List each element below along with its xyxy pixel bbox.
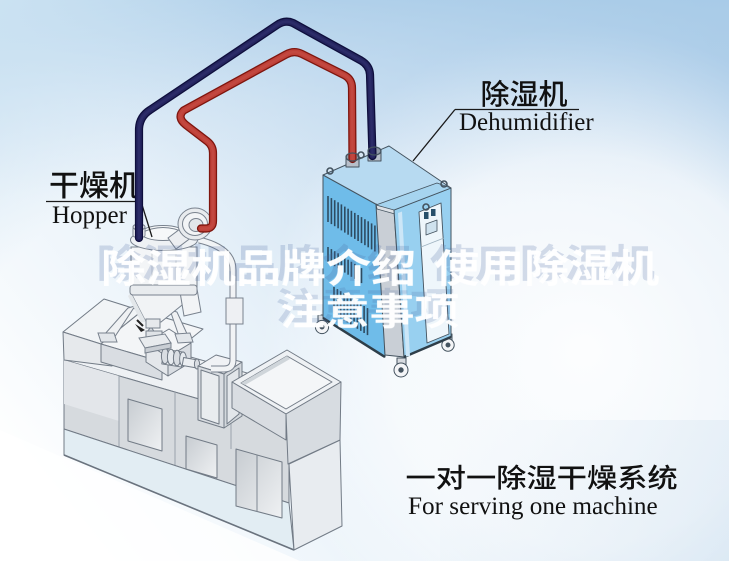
svg-text:Dehumidifier: Dehumidifier: [459, 109, 594, 136]
svg-text:Hopper: Hopper: [52, 202, 128, 229]
svg-text:For serving one machine: For serving one machine: [408, 493, 658, 520]
